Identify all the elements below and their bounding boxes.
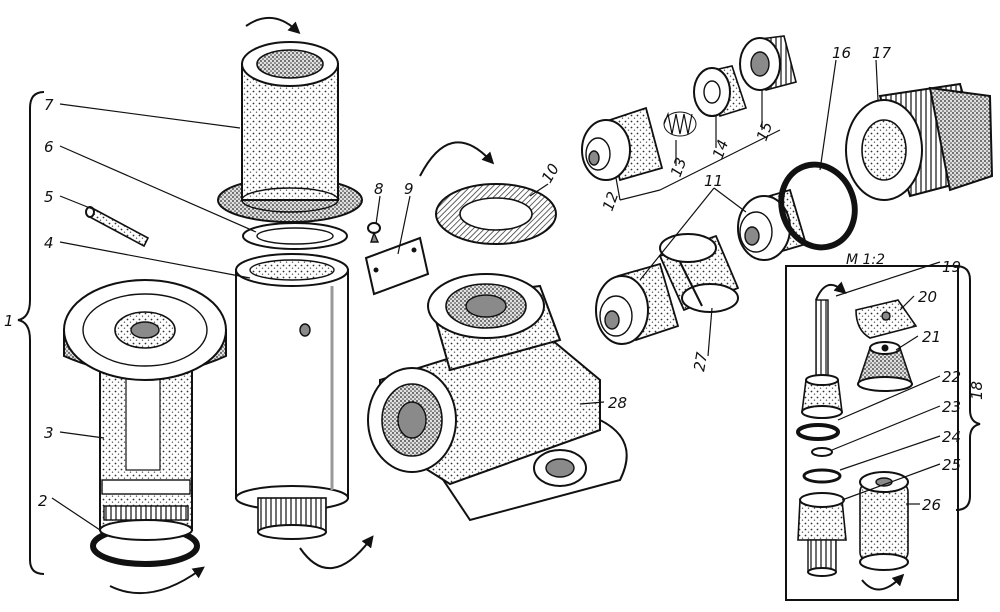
- part-7-cylinder-cap: [217, 41, 363, 223]
- part-16-o-ring: [778, 161, 858, 251]
- label-23: 23: [942, 398, 961, 416]
- label-27: 27: [690, 350, 711, 372]
- part-23-washer: [811, 447, 833, 457]
- part-12-small-fitting: [581, 106, 664, 182]
- label-3: 3: [44, 424, 54, 442]
- part-27-split-sleeve: [658, 233, 740, 313]
- part-15-cap: [739, 35, 797, 91]
- part-5-pin: [85, 206, 150, 248]
- rotation-arrow-icon: [109, 566, 205, 595]
- label-17: 17: [872, 44, 892, 62]
- part-3-plunger: [63, 279, 227, 541]
- label-11: 11: [704, 172, 723, 190]
- part-14-washer-ring: [693, 65, 748, 117]
- label-7: 7: [44, 96, 54, 114]
- part-22-o-ring: [796, 423, 840, 441]
- label-26: 26: [922, 496, 941, 514]
- label-1: 1: [4, 312, 14, 330]
- label-6: 6: [44, 138, 54, 156]
- label-4: 4: [44, 234, 54, 252]
- label-14: 14: [709, 137, 732, 161]
- part-9-nameplate: [364, 236, 430, 296]
- part-10-gasket: [435, 183, 557, 245]
- leader-lines: [51, 59, 941, 531]
- label-9: 9: [404, 180, 414, 198]
- label-24: 24: [942, 428, 961, 446]
- label-18: 18: [968, 381, 986, 400]
- label-15: 15: [753, 119, 776, 143]
- part-4-pump-cylinder: [235, 253, 349, 540]
- rotation-arrow-icon: [815, 281, 847, 301]
- part-26-insert: [859, 471, 909, 571]
- label-28: 28: [608, 394, 627, 412]
- part-13-spring: [663, 111, 697, 137]
- part-24-o-ring: [802, 468, 842, 484]
- label-13: 13: [667, 155, 690, 179]
- rotation-arrow-icon: [419, 141, 495, 177]
- label-2: 2: [38, 492, 48, 510]
- label-21: 21: [922, 328, 941, 346]
- label-8: 8: [374, 180, 384, 198]
- label-5: 5: [44, 188, 54, 206]
- label-12: 12: [599, 189, 622, 213]
- label-16: 16: [832, 44, 851, 62]
- part-28-main-housing: [367, 273, 628, 522]
- part-6-washer: [242, 222, 348, 250]
- inset-scale-label: M 1:2: [846, 252, 885, 268]
- bracket-part-1: [17, 91, 45, 575]
- part-19-valve-stem: [801, 299, 843, 419]
- label-20: 20: [918, 288, 937, 306]
- part-11-fitting-lower: [595, 262, 680, 345]
- label-10: 10: [538, 160, 563, 186]
- label-25: 25: [942, 456, 961, 474]
- label-22: 22: [942, 368, 961, 386]
- part-8-screw: [367, 222, 381, 243]
- part-25-valve-body: [797, 492, 847, 577]
- part-11-fitting-upper: [737, 188, 808, 261]
- part-17-union-nut: [845, 82, 994, 201]
- rotation-arrow-icon: [245, 17, 301, 35]
- rotation-arrow-icon: [299, 535, 374, 570]
- label-19: 19: [942, 258, 961, 276]
- rotation-arrow-icon: [861, 573, 905, 591]
